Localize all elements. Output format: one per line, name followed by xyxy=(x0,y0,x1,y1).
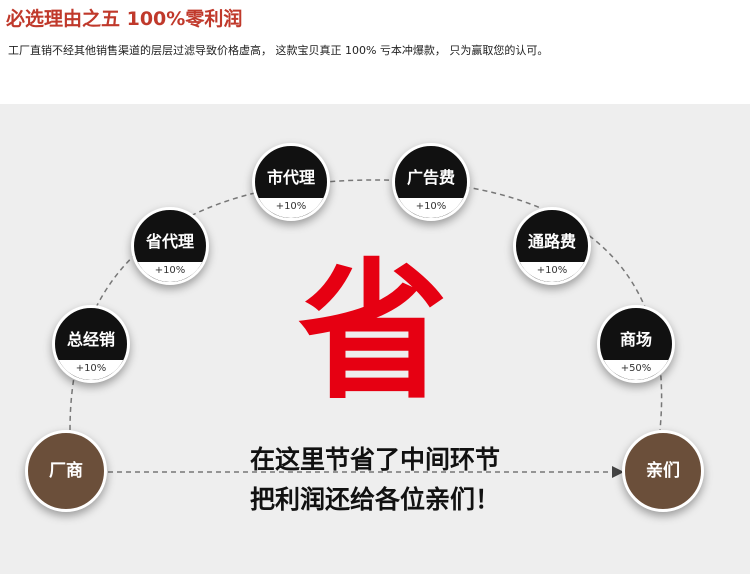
node-label: 省代理 xyxy=(145,232,194,251)
node-tonglufei: 通路费 +10% xyxy=(513,207,591,285)
arrow-head-icon xyxy=(612,466,624,478)
node-label: 总经销 xyxy=(66,330,115,349)
node-percent: +10% xyxy=(516,262,588,282)
node-label: 商场 xyxy=(619,330,652,349)
node-percent: +10% xyxy=(134,262,206,282)
start-node-manufacturer: 厂商 xyxy=(25,430,107,512)
end-node-customers: 亲们 xyxy=(622,430,704,512)
node-label: 广告费 xyxy=(406,168,455,187)
page-subtitle: 工厂直销不经其他销售渠道的层层过滤导致价格虚高， 这款宝贝真正 100% 亏本冲… xyxy=(8,44,549,57)
node-percent: +10% xyxy=(255,198,327,218)
node-percent: +10% xyxy=(55,360,127,380)
node-zongjingxiao: 总经销 +10% xyxy=(52,305,130,383)
node-shidaili: 市代理 +10% xyxy=(252,143,330,221)
node-percent: +10% xyxy=(395,198,467,218)
page-title: 必选理由之五 100%零利润 xyxy=(6,8,243,30)
arc-connector xyxy=(69,179,663,431)
message-line-1: 在这里节省了中间环节 xyxy=(249,445,500,474)
node-label: 通路费 xyxy=(527,232,576,251)
node-label: 市代理 xyxy=(266,168,315,187)
save-character: 省 xyxy=(297,246,448,420)
node-percent: +50% xyxy=(600,360,672,380)
node-shengdaili: 省代理 +10% xyxy=(131,207,209,285)
node-guanggaofei: 广告费 +10% xyxy=(392,143,470,221)
node-shangchang: 商场 +50% xyxy=(597,305,675,383)
message-line-2: 把利润还给各位亲们！ xyxy=(249,485,500,514)
